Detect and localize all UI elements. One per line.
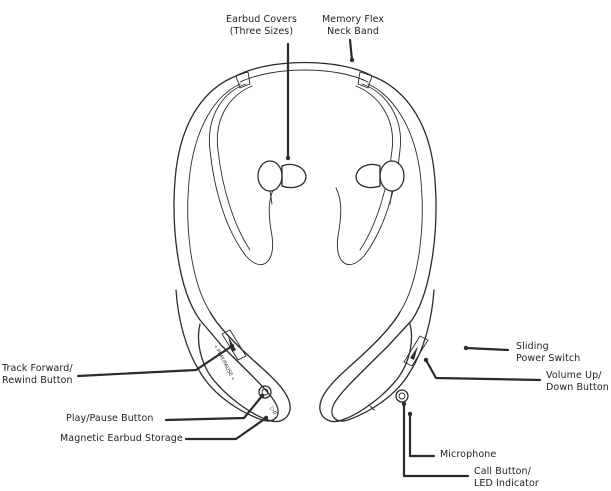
right-control-pod	[319, 311, 429, 423]
neck-band	[173, 61, 437, 422]
earbud-covers-label: Earbud Covers (Three Sizes)	[226, 14, 297, 37]
volume-button-label: Volume Up/ Down Button	[546, 370, 609, 393]
right-earbud	[355, 160, 405, 205]
sliding-power-switch-label: Sliding Power Switch	[516, 341, 581, 364]
track-forward-rewind-label: Track Forward/ Rewind Button	[2, 363, 73, 386]
left-pod-lower-marking: ▷II	[268, 406, 278, 417]
microphone-label: Microphone	[440, 449, 497, 460]
callout-leaders	[76, 38, 542, 478]
play-pause-label: Play/Pause Button	[66, 413, 154, 424]
left-earbud	[257, 160, 307, 205]
neck-band-label: Memory Flex Neck Band	[322, 14, 385, 37]
earbud-cables	[208, 83, 402, 266]
magnetic-storage-label: Magnetic Earbud Storage	[60, 433, 183, 444]
call-button-label: Call Button/ LED Indicator	[474, 466, 539, 489]
